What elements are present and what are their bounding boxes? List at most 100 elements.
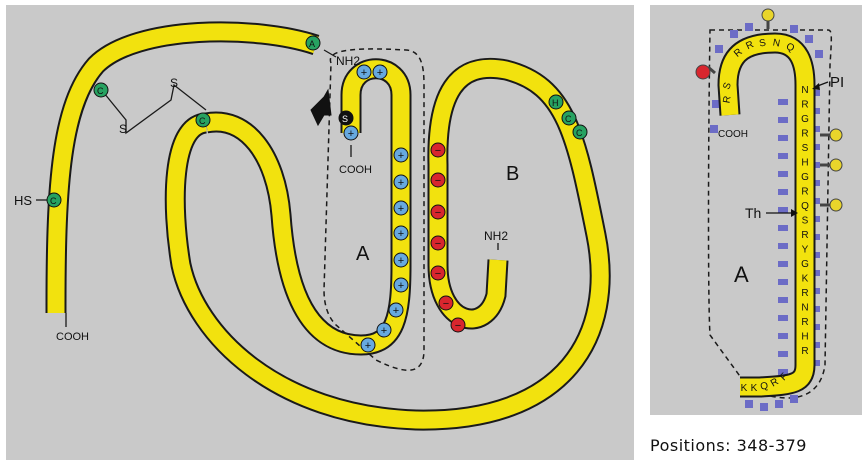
blue-tick-mark	[760, 403, 768, 411]
residue-a-circle: A	[306, 36, 320, 50]
cysteine-circle: C	[94, 83, 108, 97]
region-a-label: A	[356, 243, 370, 265]
nh2-top-label: NH2	[336, 54, 360, 68]
left-diagram-panel: S S HS COOH NH2 COOH NH2 A B A C	[6, 5, 634, 460]
blue-tick-mark	[778, 153, 788, 159]
phosphorylation-site	[696, 65, 715, 79]
positive-residue-circle: +	[373, 65, 387, 79]
blue-tick-mark	[778, 171, 788, 177]
blue-tick-mark	[775, 400, 783, 408]
svg-text:A: A	[309, 39, 315, 49]
sequence-letter: N	[801, 303, 808, 314]
svg-text:C: C	[97, 86, 104, 96]
negative-residue-circle: −	[431, 236, 445, 250]
sequence-letter: Y	[802, 245, 809, 256]
svg-text:S: S	[342, 114, 348, 124]
svg-text:C: C	[50, 196, 57, 206]
sequence-letter: Q	[801, 201, 809, 212]
inner-strand	[206, 69, 401, 345]
blue-tick-mark	[778, 117, 788, 123]
blue-tick-mark	[778, 99, 788, 105]
blue-tick-mark	[778, 297, 788, 303]
negative-residue-circle: −	[431, 173, 445, 187]
svg-text:+: +	[398, 150, 404, 162]
sequence-letter: G	[801, 259, 809, 270]
sequence-letter: G	[801, 114, 809, 125]
cysteine-circle: C	[573, 125, 587, 139]
sequence-letter: K	[741, 383, 748, 394]
sequence-letter: K	[751, 383, 758, 394]
cooh-left-label: COOH	[56, 331, 89, 343]
svg-text:+: +	[377, 67, 383, 79]
sequence-letter: R	[801, 187, 808, 198]
positive-residue-circle: +	[394, 148, 408, 162]
th-label: Th	[745, 205, 761, 221]
positive-residue-circle: +	[394, 253, 408, 267]
region-a-label-right: A	[734, 262, 749, 287]
positive-residue-circle: +	[389, 303, 403, 317]
svg-text:−: −	[435, 175, 441, 187]
blue-tick-mark	[778, 207, 788, 213]
sequence-letter: R	[801, 129, 808, 140]
positive-residue-circle: +	[394, 175, 408, 189]
positive-residue-circle: +	[394, 201, 408, 215]
region-b-label: B	[506, 163, 519, 185]
negative-residue-circle: −	[451, 318, 465, 332]
svg-text:−: −	[435, 268, 441, 280]
svg-text:−: −	[455, 320, 461, 332]
hs-label: HS	[14, 193, 32, 208]
blue-tick-mark	[778, 333, 788, 339]
blue-tick-mark	[730, 30, 738, 38]
svg-text:+: +	[365, 340, 371, 352]
blue-tick-mark	[805, 35, 813, 43]
blue-tick-mark	[790, 395, 798, 403]
blue-tick-mark	[778, 225, 788, 231]
cysteine-circle: C	[47, 193, 61, 207]
negative-residue-circle: −	[439, 296, 453, 310]
svg-text:C: C	[576, 128, 583, 138]
positive-residue-circle: +	[361, 338, 375, 352]
sequence-letter: S	[802, 143, 809, 154]
negative-residue-circle: −	[431, 266, 445, 280]
svg-text:+: +	[398, 177, 404, 189]
sequence-letter: R	[801, 100, 808, 111]
svg-text:−: −	[435, 145, 441, 157]
cooh-right-label: COOH	[718, 129, 748, 140]
svg-text:+: +	[398, 228, 404, 240]
cooh-inner-label: COOH	[339, 164, 372, 176]
sequence-letter: G	[801, 172, 809, 183]
blue-tick-mark	[778, 135, 788, 141]
blue-tick-mark	[815, 50, 823, 58]
serine-circle: S	[339, 111, 353, 125]
svg-text:+: +	[393, 305, 399, 317]
svg-text:+: +	[361, 67, 367, 79]
blue-tick-mark	[778, 315, 788, 321]
blue-tick-mark	[745, 400, 753, 408]
blue-tick-mark	[715, 45, 723, 53]
svg-text:+: +	[398, 280, 404, 292]
nh2-b-label: NH2	[484, 229, 508, 243]
blue-tick-mark	[710, 125, 718, 133]
blue-tick-mark	[778, 351, 788, 357]
blue-tick-mark	[778, 261, 788, 267]
sulfur-label-2: S	[170, 76, 178, 90]
sulfur-label-1: S	[119, 122, 127, 136]
sequence-letter: K	[802, 274, 809, 285]
svg-text:H: H	[552, 98, 559, 108]
sequence-letter: R	[801, 346, 808, 357]
positions-caption: Positions: 348-379	[650, 436, 807, 455]
sequence-letter: R	[801, 288, 808, 299]
blue-tick-mark	[778, 189, 788, 195]
sequence-letter: N	[801, 85, 808, 96]
positive-residue-circle: +	[394, 226, 408, 240]
blue-tick-mark	[778, 279, 788, 285]
blue-tick-mark	[790, 25, 798, 33]
sequence-letter: H	[801, 332, 808, 343]
svg-text:−: −	[435, 238, 441, 250]
positive-residue-circle: +	[377, 323, 391, 337]
cysteine-circle: C	[562, 111, 576, 125]
svg-text:+: +	[398, 255, 404, 267]
blue-tick-mark	[745, 23, 753, 31]
cleavage-arrow-icon	[311, 90, 331, 125]
histidine-circle: H	[549, 95, 563, 109]
